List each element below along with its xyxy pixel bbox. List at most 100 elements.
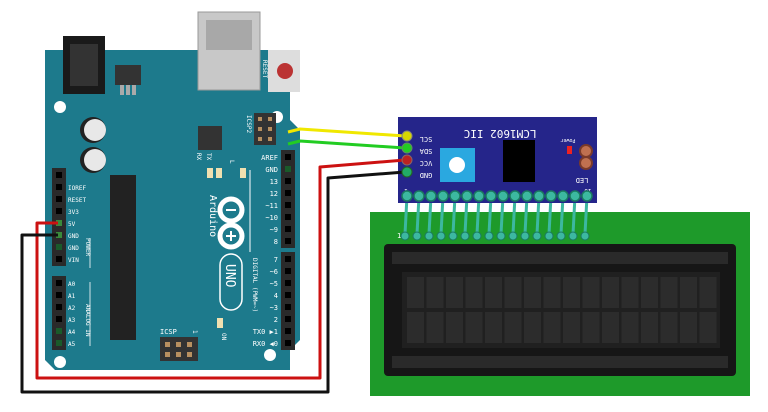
lcd-cell [660,277,678,308]
analog-pin[interactable] [56,304,62,310]
reset-button[interactable] [277,63,293,79]
lcd-cell [485,312,502,343]
lcd-pin [496,231,506,241]
digital-pin[interactable] [285,154,291,160]
lcd-cell [465,277,483,308]
lcd-cell [582,277,600,308]
digital-pin[interactable] [285,190,291,196]
gnd-pin [401,166,413,178]
tx-led [207,168,213,178]
analog-pin[interactable] [56,328,62,334]
lcd-pin [400,231,410,241]
analog-pin[interactable] [56,292,62,298]
digital-pin-label: 2 [274,316,278,324]
module-pin [473,190,485,202]
power-pin[interactable] [56,220,62,226]
wire-sda[interactable] [287,139,406,150]
lcd-cell [407,312,424,343]
digital-pin[interactable] [285,226,291,232]
wire-vcc[interactable] [35,158,406,380]
icsp2-pin [268,117,272,121]
icsp2-pin [258,117,262,121]
digital-pin-label: ~9 [270,226,278,234]
lcd-pin [544,231,554,241]
lcd-cell [465,312,483,343]
module-pin [425,190,437,202]
digital-pin[interactable] [285,316,291,322]
lcd-cell [621,277,639,308]
module-pin [509,190,521,202]
arduino-uno: RESET ICSP2 ICSP 1 TX RX L ON Arduino [45,11,300,370]
uno-badge [219,253,243,311]
module-pin [557,190,569,202]
digital-pin[interactable] [285,202,291,208]
lcd-cell [543,277,561,308]
sda-pin [401,142,413,154]
lcd-cell [563,277,580,308]
power-pin[interactable] [56,184,62,190]
mounting-hole [54,101,66,113]
i2c-pin-labels: SCL SDA VCC GND [419,135,432,179]
lcd-pin [460,231,470,241]
digital-pin-label: ~5 [270,280,278,288]
power-pin-label: GND [68,245,79,252]
digital-pin-label: ~11 [265,202,278,210]
analog-header [52,276,66,350]
lcd-cell [660,312,678,343]
analog-pin-label: A1 [68,293,76,300]
arduino-brand: Arduino [207,195,218,237]
power-pin[interactable] [56,244,62,250]
digital-pin[interactable] [285,256,291,262]
i2c-title: LCM1602 IIC [464,127,537,140]
digital-pin[interactable] [285,292,291,298]
l-led [240,168,246,178]
power-pin[interactable] [56,196,62,202]
digital-pin-label: 13 [270,178,278,186]
analog-pin[interactable] [56,340,62,346]
power-pin[interactable] [56,256,62,262]
icsp-pin [176,342,181,347]
digital-pin[interactable] [285,268,291,274]
power-pin-label: GND [68,233,79,240]
digital-pin[interactable] [285,328,291,334]
digital-pin[interactable] [285,340,291,346]
power-pin[interactable] [56,208,62,214]
digital-pin[interactable] [285,178,291,184]
analog-pin[interactable] [56,280,62,286]
uno-label: UNO [222,264,237,288]
i2c-lcd-pin-row [401,190,593,202]
analog-pin-label: A3 [68,317,76,324]
vcc-pin [401,154,413,166]
tx-label: TX [205,153,212,161]
lcd-cell [641,277,658,308]
analog-pin-label: A0 [68,281,76,288]
digital-pin[interactable] [285,304,291,310]
mounting-hole [264,349,276,361]
digital-pin[interactable] [285,214,291,220]
pin-label-gnd: GND [420,171,433,179]
analog-pin[interactable] [56,316,62,322]
module-pin [581,190,593,202]
wire-scl[interactable] [287,127,406,138]
power-pin[interactable] [56,232,62,238]
digital-pin[interactable] [285,280,291,286]
lcd-pin [472,231,482,241]
analog-pin-label: A5 [68,341,76,348]
lcd-pin [556,231,566,241]
lcd-cell [426,277,444,308]
icsp-pin [176,352,181,357]
digital-pin[interactable] [285,166,291,172]
power-pin[interactable] [56,172,62,178]
pin-label-scl: SCL [420,135,433,143]
icsp-pin [187,352,192,357]
potentiometer-knob[interactable] [449,157,465,173]
digital-pin[interactable] [285,238,291,244]
module-pin [437,190,449,202]
digital-header-low [281,252,295,350]
power-header [52,168,66,266]
lcd-pin [580,231,590,241]
lcd-cell [504,277,522,308]
i2c-module: LCM1602 IIC Power LED 16 1 SCL SDA VCC G… [398,117,597,203]
wire-gnd[interactable] [20,170,406,394]
atmega-chip [110,175,136,340]
